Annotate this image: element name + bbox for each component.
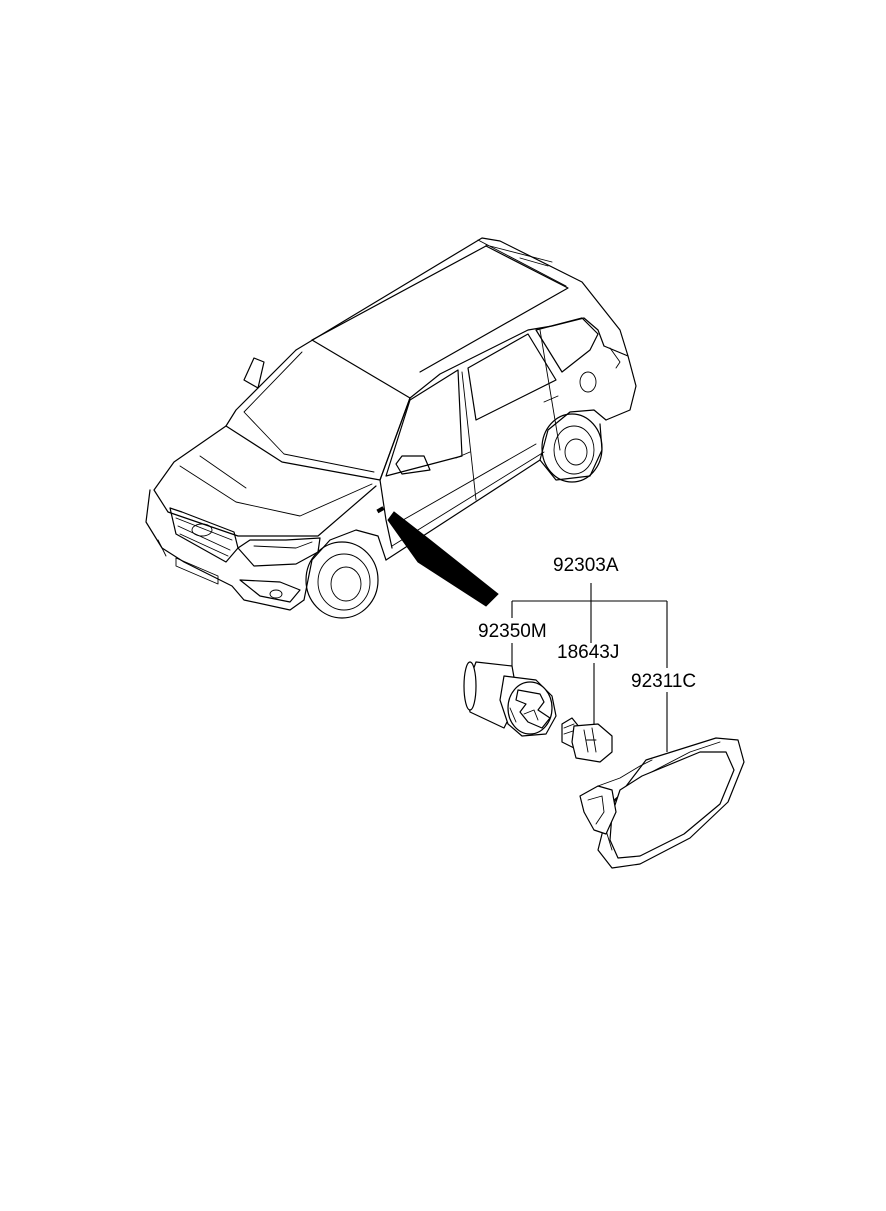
leader-lines — [511, 583, 668, 752]
assembly-label: 92303A — [553, 555, 619, 576]
bulb-illustration — [561, 717, 613, 763]
bulb-label: 18643J — [557, 642, 619, 663]
location-pointer — [387, 511, 499, 607]
lens-label: 92311C — [631, 671, 696, 692]
socket-illustration — [463, 661, 557, 737]
vehicle-illustration — [145, 237, 637, 619]
lens-illustration — [579, 737, 745, 869]
socket-label: 92350M — [478, 621, 547, 642]
